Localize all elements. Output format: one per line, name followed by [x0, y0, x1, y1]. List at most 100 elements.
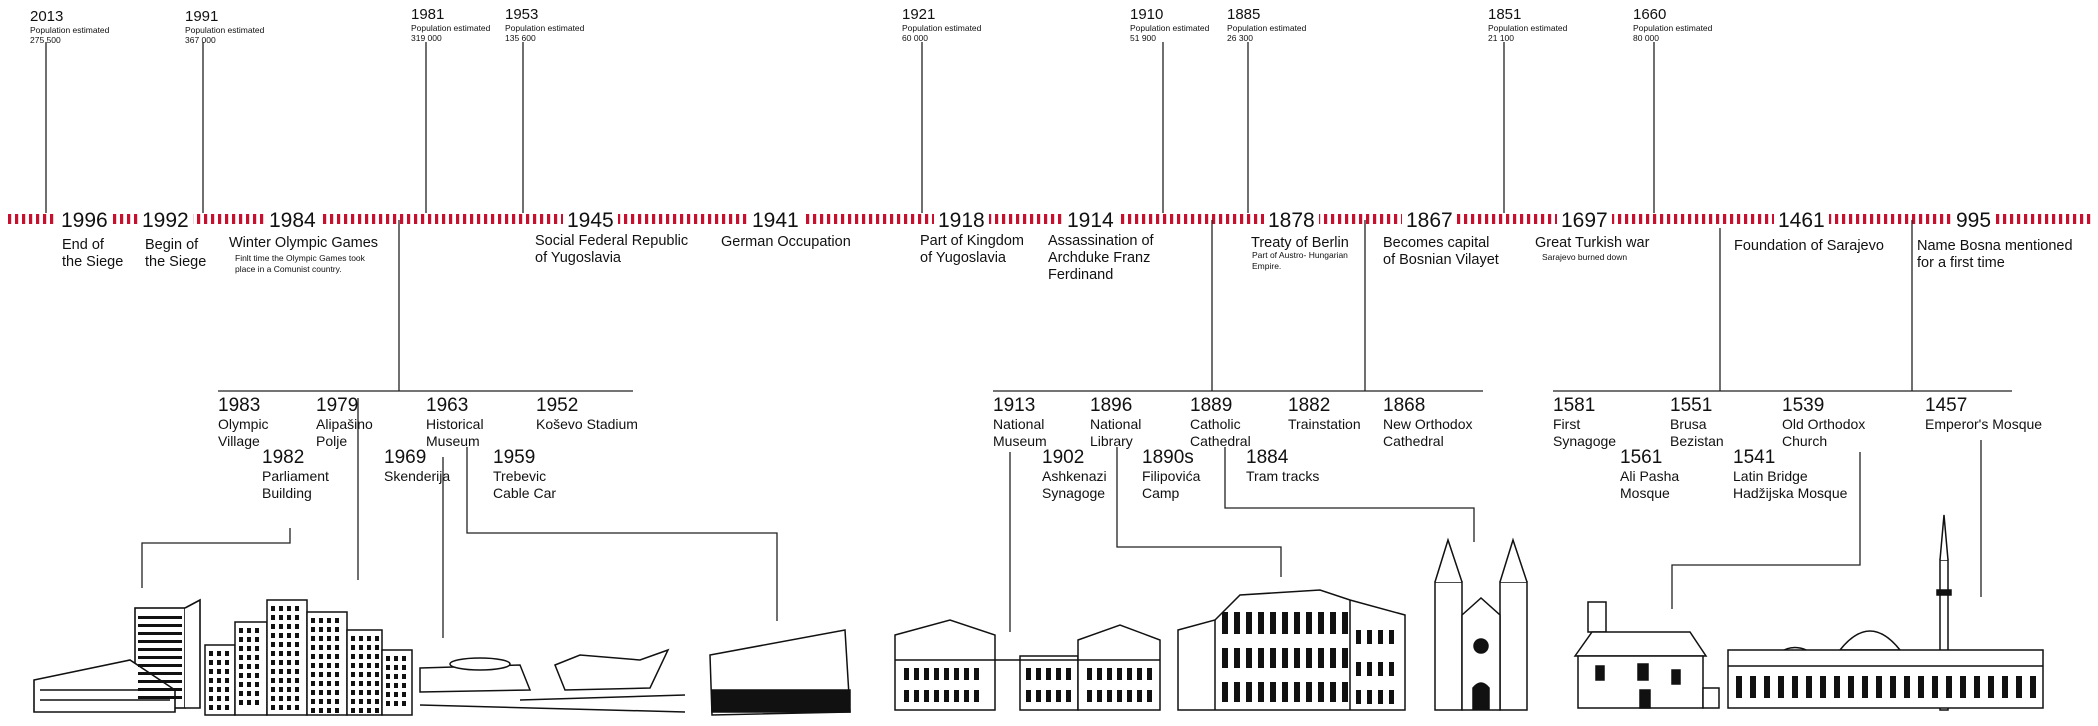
window	[225, 651, 229, 656]
window	[335, 645, 339, 650]
timeline-tick	[827, 214, 831, 224]
window	[217, 705, 221, 710]
timeline-tick	[1905, 214, 1909, 224]
timeline-tick	[1233, 214, 1237, 224]
window	[247, 673, 251, 678]
timeline-tick	[1492, 214, 1496, 224]
timeline-tick	[463, 214, 467, 224]
timeline-tick	[1730, 214, 1734, 224]
window	[351, 681, 355, 686]
window	[1820, 676, 1826, 698]
window	[225, 669, 229, 674]
event-year: 1867	[1402, 209, 1457, 233]
window	[311, 672, 315, 677]
window	[295, 651, 299, 656]
window-row	[138, 640, 182, 643]
timeline-tick	[729, 214, 733, 224]
window	[335, 690, 339, 695]
timeline-tick	[1618, 214, 1622, 224]
timeline-tick	[834, 214, 838, 224]
window	[402, 665, 406, 670]
window	[255, 628, 259, 633]
window	[1066, 690, 1071, 702]
window	[327, 636, 331, 641]
timeline-tick	[1366, 214, 1370, 224]
window	[217, 651, 221, 656]
window	[239, 664, 243, 669]
timeline-tick	[260, 214, 264, 224]
window	[335, 627, 339, 632]
timeline-tick	[428, 214, 432, 224]
window	[2030, 676, 2036, 698]
window	[367, 690, 371, 695]
window	[359, 690, 363, 695]
timeline-tick	[1744, 214, 1748, 224]
window	[311, 681, 315, 686]
timeline-tick	[876, 214, 880, 224]
timeline-tick	[1534, 214, 1538, 224]
timeline-tick	[225, 214, 229, 224]
event-year: 1914	[1063, 209, 1118, 233]
timeline-tick	[113, 214, 117, 224]
timeline-tick	[1632, 214, 1636, 224]
timeline-tick	[862, 214, 866, 224]
window	[351, 645, 355, 650]
window	[319, 681, 323, 686]
window	[271, 606, 275, 611]
timeline-tick	[1898, 214, 1902, 224]
timeline-tick	[43, 214, 47, 224]
window	[1097, 690, 1102, 702]
window	[239, 655, 243, 660]
window	[287, 615, 291, 620]
timeline-tick	[351, 214, 355, 224]
window	[1117, 690, 1122, 702]
timeline-tick	[1912, 214, 1916, 224]
event-year: 1945	[563, 209, 618, 233]
event-year: 995	[1952, 209, 1996, 233]
window	[1046, 690, 1051, 702]
window	[402, 656, 406, 661]
window	[239, 673, 243, 678]
timeline-tick	[232, 214, 236, 224]
window	[1356, 662, 1361, 676]
window	[1056, 668, 1061, 680]
window	[954, 690, 959, 702]
window	[1876, 676, 1882, 698]
window	[287, 624, 291, 629]
window	[311, 690, 315, 695]
timeline-tick	[393, 214, 397, 224]
window	[239, 637, 243, 642]
window	[247, 691, 251, 696]
event-year: 1918	[934, 209, 989, 233]
window	[279, 669, 283, 674]
window	[1127, 690, 1132, 702]
timeline-tick	[1002, 214, 1006, 224]
window	[386, 656, 390, 661]
window	[1087, 690, 1092, 702]
window	[225, 696, 229, 701]
timeline-tick	[134, 214, 138, 224]
event-year: 1992	[138, 209, 193, 233]
window	[327, 654, 331, 659]
window	[217, 696, 221, 701]
timeline-tick	[547, 214, 551, 224]
window	[1046, 668, 1051, 680]
national-museum-drawing	[894, 619, 1161, 711]
timeline-tick	[631, 214, 635, 224]
window	[295, 660, 299, 665]
window	[1367, 630, 1372, 644]
timeline-tick	[2010, 214, 2014, 224]
timeline-tick	[449, 214, 453, 224]
